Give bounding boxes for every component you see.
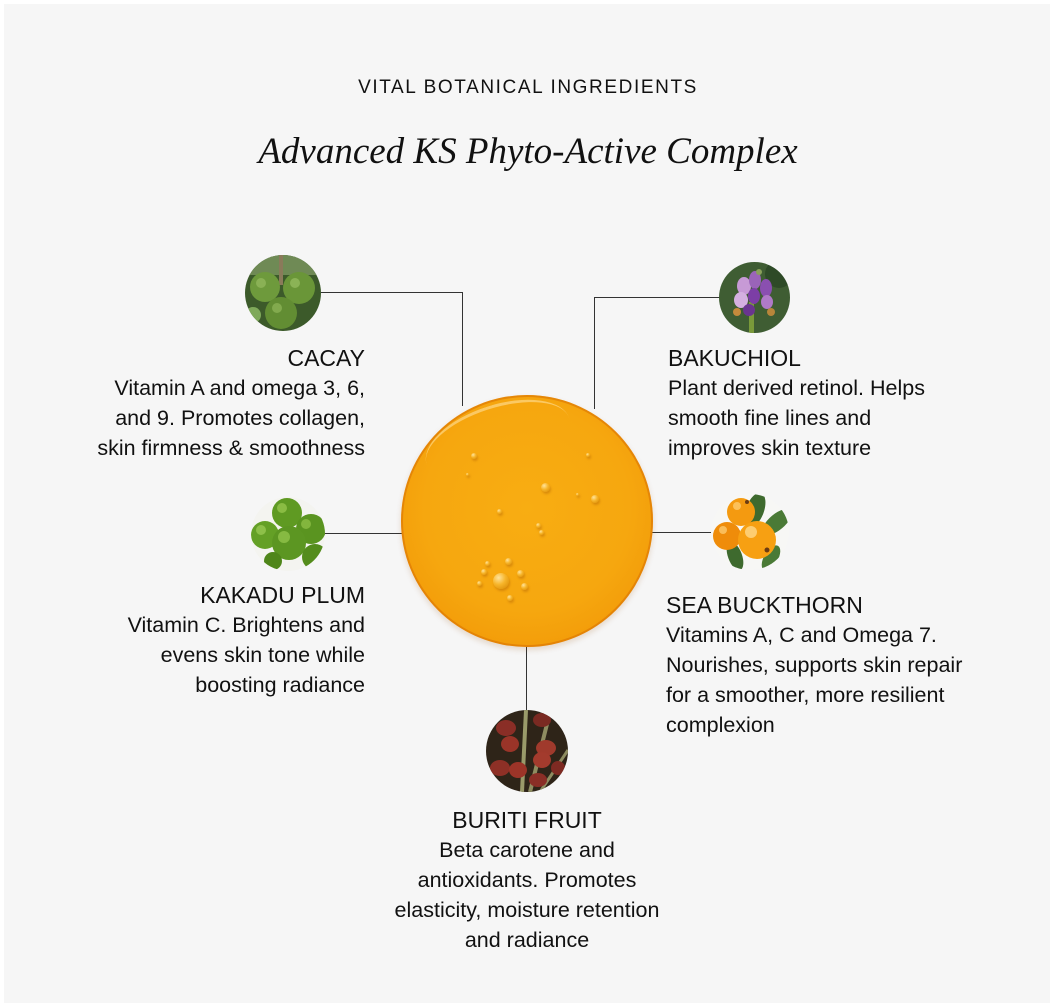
- ingredient-bakuchiol: BAKUCHIOL Plant derived retinol. Helps s…: [668, 343, 925, 463]
- ingredient-description-line: improves skin texture: [668, 436, 872, 460]
- bubble: [541, 483, 550, 492]
- sea-buckthorn-image: [711, 494, 789, 570]
- red-fruits-icon: [486, 710, 568, 792]
- bubble: [477, 581, 482, 586]
- ingredient-description-line: complexion: [666, 713, 775, 737]
- ingredient-buriti-fruit: BURITI FRUIT Beta carotene and antioxida…: [327, 805, 727, 955]
- connector-kakadu-h: [322, 533, 402, 535]
- bubble: [485, 561, 490, 566]
- connector-buckthorn-h: [652, 532, 714, 534]
- connector-cacay-v: [462, 292, 464, 406]
- section-eyebrow: VITAL BOTANICAL INGREDIENTS: [358, 77, 698, 98]
- ingredient-description-line: Vitamins A, C and Omega 7.: [666, 623, 937, 647]
- green-nuts-icon: [245, 255, 321, 331]
- bubble: [517, 570, 524, 577]
- page-title: Advanced KS Phyto-Active Complex: [258, 131, 798, 172]
- ingredient-description-line: for a smoother, more resilient: [666, 683, 945, 707]
- bubble: [507, 595, 513, 601]
- bubble: [586, 453, 590, 457]
- bubble: [591, 495, 599, 503]
- bubble: [493, 573, 509, 589]
- connector-bakuchiol-v: [594, 297, 596, 409]
- buriti-fruit-image: [486, 710, 568, 792]
- ingredient-name: BURITI FRUIT: [452, 807, 602, 833]
- connector-bakuchiol-h: [594, 297, 720, 299]
- ingredient-description-line: skin firmness & smoothness: [97, 436, 365, 460]
- kakadu-plum-image: [251, 497, 325, 571]
- connector-buriti-v: [526, 646, 528, 712]
- bubble: [576, 493, 579, 496]
- ingredient-name: BAKUCHIOL: [668, 345, 801, 371]
- bubble: [539, 530, 544, 535]
- ingredient-name: SEA BUCKTHORN: [666, 592, 863, 618]
- connector-cacay-h: [321, 292, 463, 294]
- ingredient-cacay: CACAY Vitamin A and omega 3, 6, and 9. P…: [97, 343, 365, 463]
- ingredient-description-line: evens skin tone while: [160, 643, 365, 667]
- purple-flower-icon: [719, 262, 790, 333]
- ingredient-description-line: Nourishes, supports skin repair: [666, 653, 963, 677]
- bubble: [466, 473, 469, 476]
- oil-droplet-image: [401, 383, 653, 647]
- bubble: [471, 453, 477, 459]
- bubble: [497, 509, 502, 514]
- ingredient-description-line: Beta carotene and: [439, 838, 615, 862]
- cacay-image: [245, 255, 321, 331]
- ingredient-kakadu-plum: KAKADU PLUM Vitamin C. Brightens and eve…: [128, 580, 365, 700]
- ingredient-description-line: Plant derived retinol. Helps: [668, 376, 925, 400]
- bakuchiol-image: [719, 262, 790, 333]
- green-plums-icon: [251, 497, 325, 571]
- ingredient-name: KAKADU PLUM: [200, 582, 365, 608]
- ingredient-description-line: smooth fine lines and: [668, 406, 872, 430]
- ingredient-name: CACAY: [287, 345, 365, 371]
- ingredient-description-line: antioxidants. Promotes: [417, 868, 637, 892]
- bubble: [505, 558, 512, 565]
- ingredient-description-line: and 9. Promotes collagen,: [115, 406, 365, 430]
- ingredient-description-line: and radiance: [464, 928, 590, 952]
- bubble: [481, 569, 487, 575]
- ingredient-description-line: elasticity, moisture retention: [394, 898, 660, 922]
- ingredient-description-line: boosting radiance: [195, 673, 365, 697]
- bubble: [536, 523, 541, 528]
- ingredient-description-line: Vitamin A and omega 3, 6,: [114, 376, 365, 400]
- ingredient-sea-buckthorn: SEA BUCKTHORN Vitamins A, C and Omega 7.…: [666, 590, 962, 740]
- bubble: [521, 583, 528, 590]
- ingredient-description-line: Vitamin C. Brightens and: [127, 613, 365, 637]
- orange-berries-icon: [711, 494, 789, 570]
